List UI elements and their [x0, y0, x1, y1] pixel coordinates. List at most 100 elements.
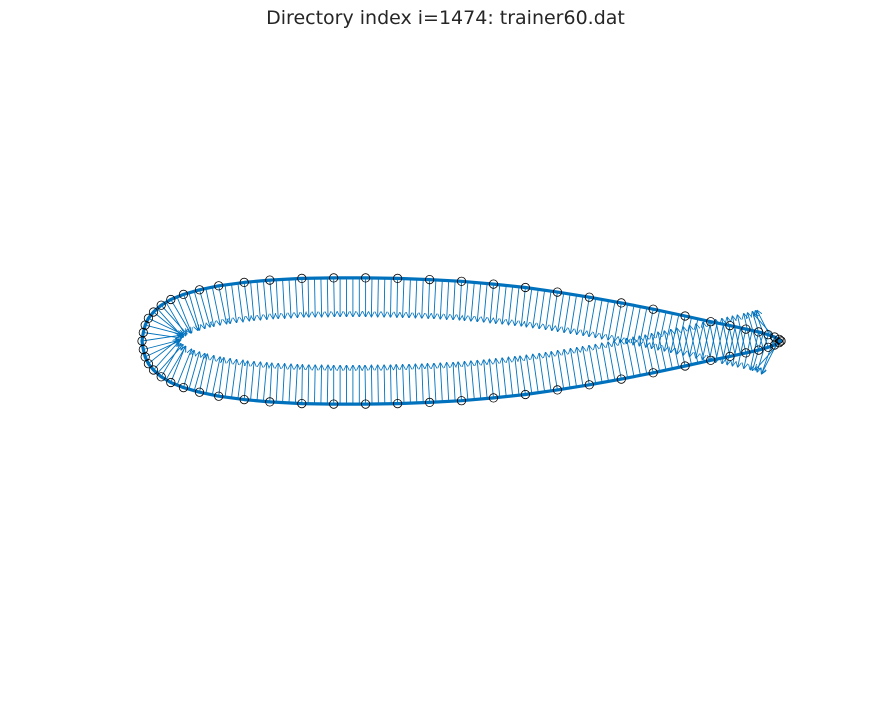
normal-vector — [577, 296, 584, 334]
normal-vector — [465, 362, 469, 401]
normal-vector — [321, 366, 322, 404]
normal-vector — [148, 340, 178, 365]
normal-vector — [558, 293, 565, 331]
surface-point — [774, 338, 784, 348]
surface-point — [725, 320, 735, 331]
normal-vector — [365, 366, 366, 405]
normal-vector — [250, 362, 254, 401]
normal-vector — [639, 337, 648, 375]
normal-vector — [683, 327, 692, 365]
normal-vector — [683, 317, 692, 354]
normal-vector — [283, 364, 285, 403]
normal-vector — [153, 341, 180, 371]
normal-vector — [571, 349, 577, 387]
normal-vector — [302, 278, 304, 316]
normal-vector — [564, 294, 571, 332]
surface-point — [488, 279, 499, 289]
normal-vector — [283, 279, 285, 318]
surface-point — [148, 365, 159, 375]
surface-point — [329, 273, 339, 283]
surface-point — [138, 344, 148, 355]
normal-vector — [627, 339, 635, 377]
normal-vector — [577, 348, 584, 386]
normal-vector — [696, 320, 705, 358]
normal-vector — [471, 282, 475, 320]
normal-vector — [199, 355, 208, 393]
normal-vector — [477, 361, 482, 400]
normal-vector — [170, 299, 191, 333]
normal-vector — [295, 365, 297, 404]
surface-point — [214, 281, 224, 291]
normal-vector — [262, 280, 266, 319]
normal-vector — [440, 280, 442, 318]
normal-vector — [378, 278, 379, 316]
normal-vector — [160, 304, 187, 334]
normal-vector — [237, 361, 243, 399]
normal-vector — [428, 279, 429, 318]
normal-vector — [652, 310, 661, 349]
surface-point — [194, 387, 205, 397]
normal-vector — [403, 278, 404, 317]
normal-vector — [645, 335, 654, 373]
normal-vector — [716, 320, 724, 358]
normal-vector — [738, 329, 747, 367]
normal-vector — [193, 354, 205, 391]
surface-point — [297, 398, 307, 409]
normal-vector — [539, 290, 546, 328]
normal-vector — [224, 359, 230, 398]
normal-vector — [428, 364, 430, 403]
normal-vector — [633, 338, 641, 376]
surface-point — [456, 396, 467, 406]
surface-point — [392, 398, 403, 409]
surface-point — [488, 393, 499, 403]
normal-vector — [677, 329, 686, 367]
normal-vector — [551, 352, 558, 390]
normal-vector — [256, 363, 260, 401]
surface-point — [616, 298, 626, 308]
normal-vector — [484, 283, 488, 322]
normal-vector — [564, 350, 571, 388]
normal-vector — [453, 363, 455, 402]
normal-vector — [270, 364, 272, 402]
surface-point — [178, 289, 189, 299]
normal-vector — [589, 346, 597, 384]
surface-point — [156, 372, 166, 382]
normal-vector — [484, 360, 488, 399]
normal-vector — [533, 355, 539, 393]
normal-vector — [546, 291, 552, 329]
normal-vector — [193, 291, 205, 328]
normal-vector — [733, 327, 741, 366]
normal-vector — [671, 330, 680, 368]
normal-vector — [199, 289, 211, 327]
normal-vector — [143, 340, 180, 350]
normal-vector — [757, 334, 769, 372]
normal-vector — [627, 305, 635, 343]
normal-vector — [269, 280, 273, 318]
normal-vector — [526, 356, 533, 394]
normal-vector — [183, 351, 195, 388]
normal-vector — [315, 366, 316, 404]
normal-vector — [391, 365, 392, 404]
normal-vector — [471, 361, 475, 400]
normal-vector — [595, 299, 603, 338]
normal-vector — [218, 285, 227, 324]
normal-vector — [614, 342, 622, 380]
normal-vector — [243, 361, 247, 400]
normal-vector — [321, 278, 322, 316]
normal-vector — [170, 347, 185, 383]
normal-vector — [141, 335, 180, 342]
normal-vector — [256, 281, 260, 319]
normal-vector — [327, 277, 328, 316]
normal-vector — [188, 292, 200, 330]
normal-vector — [664, 331, 673, 369]
normal-vector — [690, 318, 699, 356]
normal-vector — [315, 278, 316, 316]
normal-vector — [762, 336, 776, 373]
normal-vector — [595, 345, 603, 383]
surface-point — [329, 399, 339, 409]
normal-vector — [658, 311, 667, 350]
normal-vector — [696, 324, 705, 362]
normal-vector — [458, 363, 462, 401]
normal-vector — [589, 298, 597, 336]
